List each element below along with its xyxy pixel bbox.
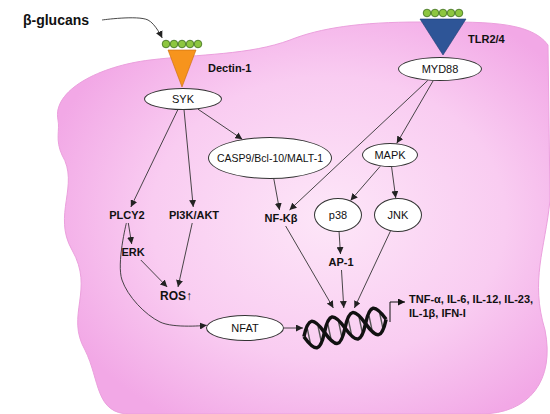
signal-ellipse: MAPK [362,143,418,167]
signal-arrow [102,18,162,38]
molecule-label: AP-1 [323,254,359,270]
signal-arrow [354,231,390,308]
ligand-bead [439,9,447,17]
node-label: JNK [388,209,409,221]
signal-arrow [341,270,343,308]
signal-ellipse: MYD88 [398,57,482,81]
signal-arrow [141,260,167,287]
receptor-triangle [420,19,466,55]
dna-node: TNF-α, IL-6, IL-12, IL-23, IL-1β, IFN-I [303,308,387,348]
receptor-node: Dectin-1 [160,38,204,88]
glucan-bead [162,40,170,48]
signal-ellipse: SYK [144,88,222,110]
signal-arrow [397,81,433,144]
node-label: TLR2/4 [468,33,505,45]
receptor-node: TLR2/4 [416,5,470,57]
tlr-receptor-symbol [420,9,466,55]
signal-ellipse: p38 [314,198,362,232]
glucan-bead [178,40,186,48]
molecule-label: β-glucans [10,9,102,31]
signal-arrow [184,110,193,207]
receptor-triangle [168,50,196,87]
node-label: Dectin-1 [208,62,251,74]
node-label: CASP9/Bcl-10/MALT-1 [217,152,323,164]
molecule-label: PLCY2 [102,207,152,223]
signal-arrow [286,226,334,308]
signal-arrow [178,223,192,287]
signal-arrow [351,166,381,200]
signal-arrow [290,80,428,210]
node-label: NFAT [231,322,258,334]
node-label: PI3K/AKT [169,209,219,221]
molecule-label: ERK [115,244,151,260]
signal-ellipse: NFAT [206,315,284,341]
signal-ellipse: JNK [374,198,422,232]
ligand-bead [447,9,455,17]
node-label: ERK [121,246,144,258]
ligand-bead [431,9,439,17]
molecule-label: NF-Kβ [255,210,307,226]
ligand-bead [423,9,431,17]
node-label: MYD88 [422,63,459,75]
glucan-bead [194,40,202,48]
node-label: MAPK [374,149,405,161]
dna-helix [301,306,389,350]
glucan-bead [186,40,194,48]
transcription-arrow [390,302,405,322]
node-label: AP-1 [328,256,353,268]
node-label: SYK [172,93,194,105]
signal-arrow [392,167,396,198]
signal-arrow [339,232,340,254]
node-label: ROS↑ [160,289,192,303]
ligand-bead [455,9,463,17]
node-label: TNF-α, IL-6, IL-12, IL-23, IL-1β, IFN-I [409,292,541,320]
molecule-label: PI3K/AKT [163,207,225,223]
signal-arrow [198,109,242,139]
node-label: NF-Kβ [265,212,298,224]
signal-arrow [284,328,303,329]
node-label: p38 [329,209,347,221]
node-label: β-glucans [23,12,89,28]
helix-strand [301,306,389,350]
node-label: PLCY2 [109,209,144,221]
signal-arrow [120,223,207,326]
signal-arrow [274,179,280,210]
signal-arrow [128,223,131,244]
glucan-bead [170,40,178,48]
dectin-receptor-symbol [162,40,202,87]
signal-arrow [131,110,178,207]
molecule-label: ROS↑ [152,287,200,305]
signal-ellipse: CASP9/Bcl-10/MALT-1 [208,137,332,179]
cell-body [57,22,550,414]
helix-strand [301,306,389,350]
